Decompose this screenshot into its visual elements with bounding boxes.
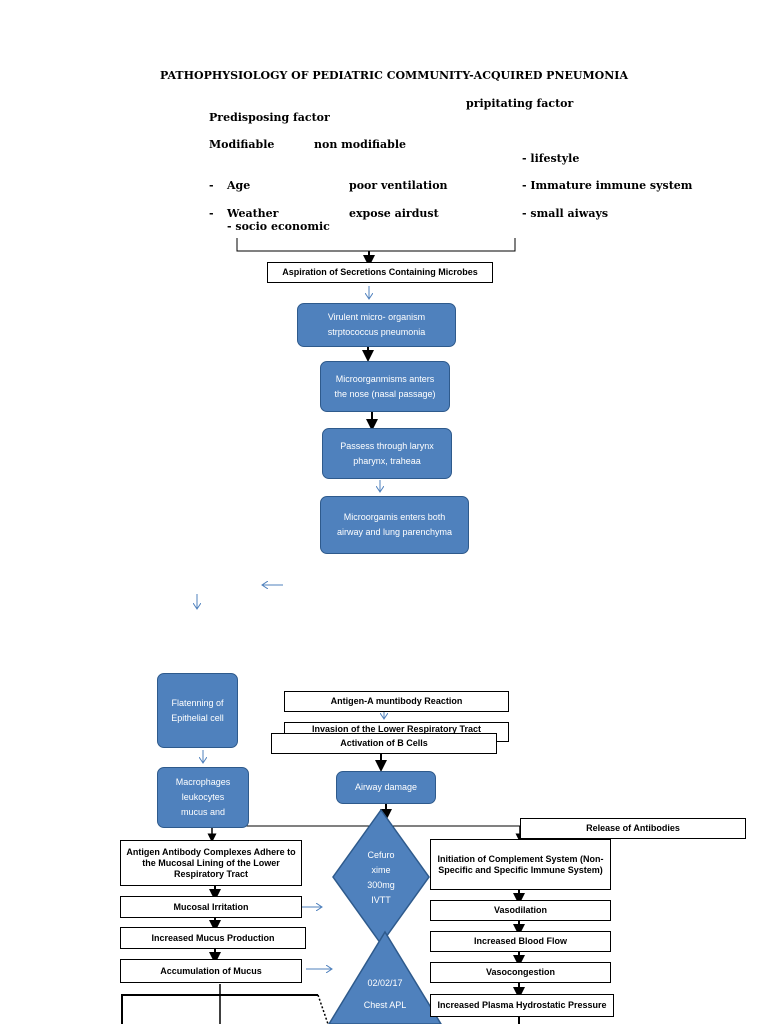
release-antibodies-box: Release of Antibodies (520, 818, 746, 839)
age-item: Age (227, 179, 251, 192)
macrophages-node: Macrophages leukocytes mucus and (157, 767, 249, 828)
node-text: airway and lung parenchyma (336, 527, 453, 537)
node-text: the nose (nasal passage) (334, 388, 436, 399)
diamond-text: Cefuro xime 300mg IVTT (348, 848, 414, 908)
non-modifiable-label: non modifiable (314, 138, 407, 151)
increased-mucus-box: Increased Mucus Production (120, 927, 306, 949)
accumulation-mucus-box: Accumulation of Mucus (120, 959, 302, 983)
lifestyle-item: - lifestyle (522, 152, 580, 165)
node-text: Virulent micro- organism (327, 312, 426, 322)
list-dash: - (209, 207, 214, 220)
poor-ventilation-item: poor ventilation (349, 179, 448, 192)
diamond-line: Cefuro (367, 850, 395, 860)
complement-system-box: Initiation of Complement System (Non-Spe… (430, 839, 611, 890)
diamond-line: IVTT (371, 895, 391, 905)
expose-airdust-item: expose airdust (349, 207, 439, 220)
virulent-organism-node: Virulent micro- organism strptococcus pn… (297, 303, 456, 347)
list-dash: - (209, 179, 214, 192)
triangle-line: Chest APL (363, 1000, 407, 1010)
node-text: Epithelial cell (171, 712, 224, 723)
complexes-adhere-box: Antigen Antibody Complexes Adhere to the… (120, 840, 302, 886)
modifiable-label: Modifiable (209, 138, 275, 151)
node-text: pharynx, traheaa (353, 455, 421, 466)
activation-b-cells-box: Activation of B Cells (271, 733, 497, 754)
page-title: PATHOPHYSIOLOGY OF PEDIATRIC COMMUNITY-A… (160, 69, 628, 82)
node-text: mucus and (180, 807, 226, 817)
increased-blood-flow-box: Increased Blood Flow (430, 931, 611, 952)
larynx-node: Passess through larynx pharynx, traheaa (322, 428, 452, 479)
node-text: Macrophages (175, 777, 231, 787)
chest-xray-triangle (328, 930, 442, 1024)
plasma-pressure-box: Increased Plasma Hydrostatic Pressure (430, 994, 614, 1017)
diamond-line: 300mg (367, 880, 395, 890)
airway-parenchyma-node: Microorgamis enters both airway and lung… (320, 496, 469, 554)
node-text: Passess through larynx (340, 440, 434, 451)
small-airways-item: - small aiways (522, 207, 609, 220)
node-text: Microorgamis enters both (343, 512, 446, 522)
bottom-bracket (121, 994, 318, 1024)
airway-damage-node: Airway damage (336, 771, 436, 804)
diamond-line: xime (371, 865, 391, 875)
precipitating-factor-label: pripitating factor (466, 97, 574, 110)
vasodilation-box: Vasodilation (430, 900, 611, 921)
triangle-line: 02/02/17 (367, 978, 403, 988)
node-text: strptococcus pneumonia (327, 327, 426, 337)
node-text: leukocytes (181, 792, 225, 802)
mucosal-irritation-box: Mucosal Irritation (120, 896, 302, 918)
antigen-reaction-box: Antigen-A muntibody Reaction (284, 691, 509, 712)
socio-economic-item: - socio economic (227, 220, 330, 233)
node-text: Microorganmisms anters (335, 373, 435, 384)
weather-item: Weather (227, 207, 279, 220)
flatenning-node: Flatenning of Epithelial cell (157, 673, 238, 748)
triangle-text: 02/02/17 Chest APL (345, 972, 425, 1016)
aspiration-box: Aspiration of Secretions Containing Micr… (267, 262, 493, 283)
vasocongestion-box: Vasocongestion (430, 962, 611, 983)
enters-nose-node: Microorganmisms anters the nose (nasal p… (320, 361, 450, 412)
factor-bracket (236, 238, 516, 252)
node-text: Flatenning of (171, 697, 224, 708)
predisposing-factor-label: Predisposing factor (209, 111, 330, 124)
immature-immune-item: - Immature immune system (522, 179, 693, 192)
